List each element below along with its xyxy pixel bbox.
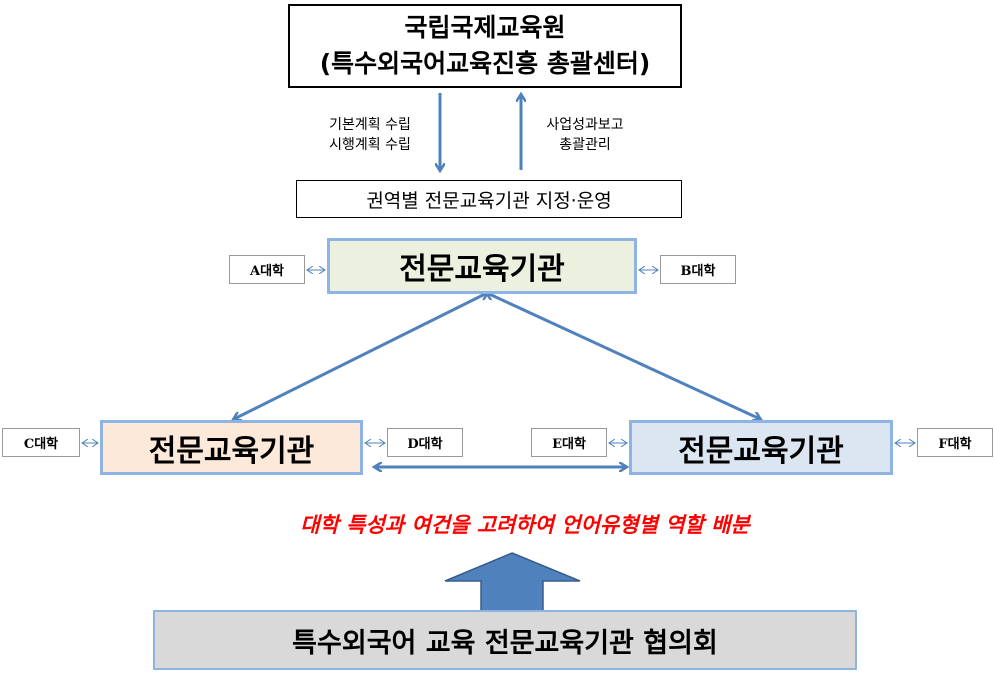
arrow-center-right bbox=[487, 293, 760, 419]
university-e: E대학 bbox=[531, 428, 607, 457]
arrow-center-left bbox=[234, 293, 487, 419]
label-line: 총괄관리 bbox=[559, 137, 611, 153]
council-box: 특수외국어 교육 전문교육기관 협의회 bbox=[153, 610, 857, 670]
university-b: B대학 bbox=[660, 255, 736, 284]
university-a: A대학 bbox=[229, 255, 305, 284]
label-line: 시행계획 수립 bbox=[329, 137, 411, 153]
institute-subtitle: (특수외국어교육진흥 총괄센터) bbox=[319, 49, 651, 78]
label-line: 기본계획 수립 bbox=[329, 117, 411, 133]
left-institution-box: 전문교육기관 bbox=[100, 420, 363, 475]
region-designation-box: 권역별 전문교육기관 지정·운영 bbox=[296, 180, 682, 218]
university-d: D대학 bbox=[387, 428, 463, 457]
university-f: F대학 bbox=[917, 428, 993, 457]
center-institution-box: 전문교육기관 bbox=[327, 238, 637, 294]
national-institute-box: 국립국제교육원 (특수외국어교육진흥 총괄센터) bbox=[288, 4, 682, 88]
down-arrow-label: 기본계획 수립 시행계획 수립 bbox=[300, 115, 440, 155]
up-arrow-label: 사업성과보고 총괄관리 bbox=[525, 115, 645, 155]
right-institution-box: 전문교육기관 bbox=[629, 420, 893, 475]
label-line: 사업성과보고 bbox=[546, 117, 624, 133]
institute-name: 국립국제교육원 bbox=[404, 13, 566, 42]
big-up-arrow-icon bbox=[444, 552, 581, 612]
university-c: C대학 bbox=[2, 428, 80, 457]
role-distribution-note: 대학 특성과 여건을 고려하여 언어유형별 역할 배분 bbox=[300, 513, 750, 537]
